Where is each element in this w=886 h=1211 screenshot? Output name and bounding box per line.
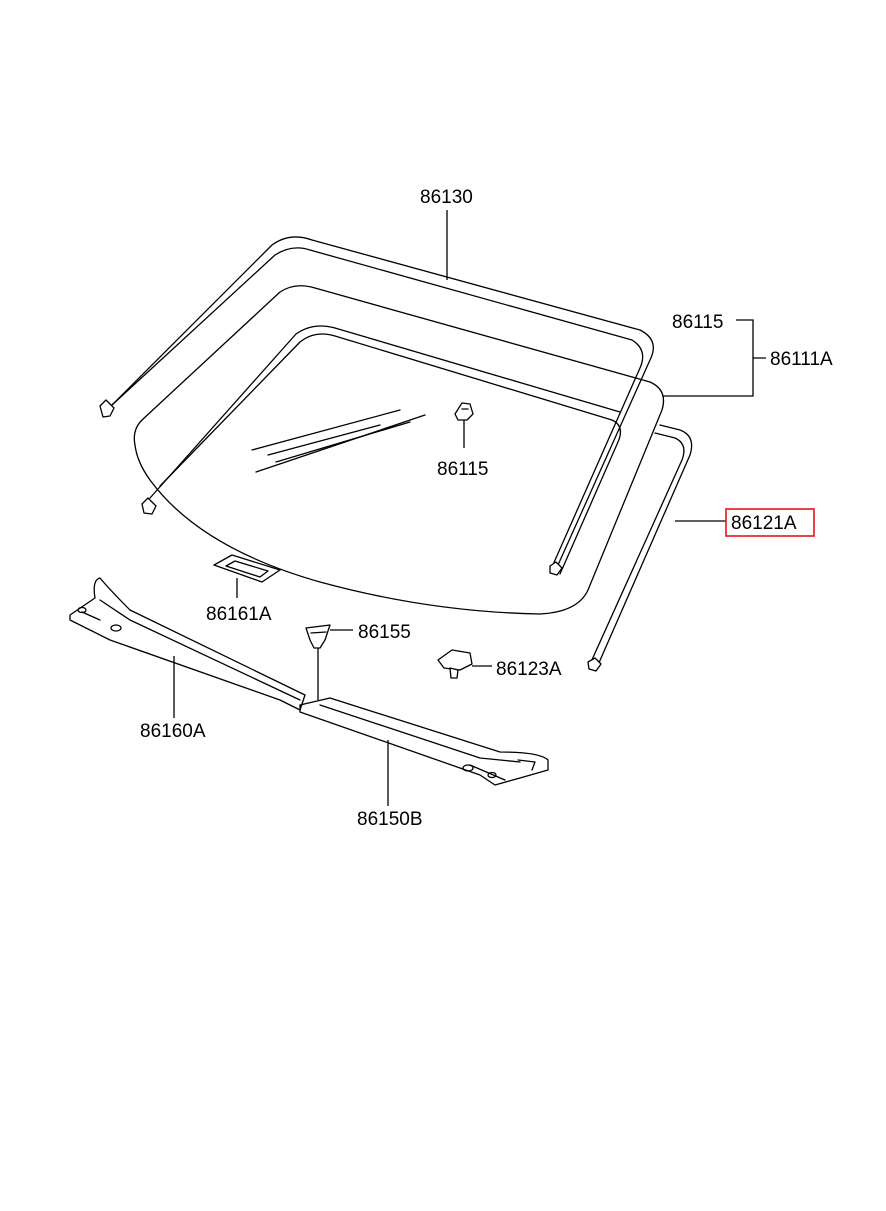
highlight-box-86121A	[725, 508, 815, 537]
label-86161A: 86161A	[206, 604, 272, 625]
part-86121A-side-moulding[interactable]	[587, 424, 693, 672]
part-86155-retainer-clip[interactable]	[305, 624, 353, 700]
part-86160A-cowl-cover-left[interactable]	[69, 577, 306, 718]
label-86111A: 86111A	[770, 349, 833, 370]
label-86150B: 86150B	[357, 809, 423, 830]
part-86130-upper-moulding[interactable]	[99, 236, 654, 576]
label-86155: 86155	[358, 622, 411, 643]
label-86115-clip: 86115	[437, 459, 488, 480]
part-86150B-cowl-cover-right[interactable]	[299, 697, 549, 806]
label-86121A[interactable]: 86121A	[731, 513, 797, 534]
part-86111A-windshield-glass[interactable]	[133, 285, 665, 615]
part-86123A-fastener[interactable]	[437, 649, 492, 679]
part-86161A-pad[interactable]	[213, 554, 281, 598]
part-86115-clip[interactable]	[454, 402, 474, 448]
label-86160A: 86160A	[140, 721, 206, 742]
label-86123A: 86123A	[496, 659, 562, 680]
label-86130: 86130	[420, 187, 473, 208]
leader-86111A-bracket	[663, 319, 766, 397]
label-86115-top: 86115	[672, 312, 723, 333]
